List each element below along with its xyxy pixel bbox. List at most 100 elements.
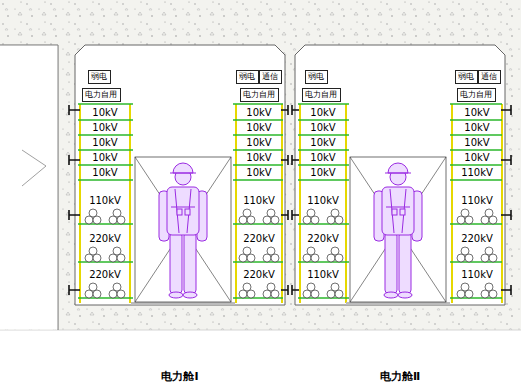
- rack-post: [129, 104, 131, 303]
- concrete: [0, 0, 521, 330]
- tag-text: 电力自用: [305, 90, 337, 100]
- wall-bracket: [292, 105, 299, 295]
- voltage-label: 10kV: [309, 152, 336, 163]
- voltage-label: 220kV: [242, 269, 276, 280]
- voltage-label: 10kV: [309, 122, 336, 133]
- rack-tag: 通信: [259, 70, 282, 84]
- cable-trefoil: [109, 283, 125, 298]
- adjacent-cabin: [0, 45, 58, 330]
- voltage-label: 10kV: [91, 137, 118, 148]
- voltage-label: 10kV: [245, 167, 272, 178]
- voltage-label: 10kV: [463, 122, 490, 133]
- cable-trefoil: [263, 283, 279, 298]
- cable-tray: [450, 104, 502, 298]
- voltage-label: 10kV: [463, 107, 490, 118]
- cable-trefoil: [457, 283, 473, 298]
- tag-text: 弱电: [239, 72, 255, 82]
- cable-trefoil: [303, 247, 319, 262]
- cable-trefoil: [481, 283, 497, 298]
- cable-tray: [233, 104, 283, 298]
- wall-bracket: [69, 105, 80, 295]
- cable-trefoil: [109, 247, 125, 262]
- voltage-label: 10kV: [245, 122, 272, 133]
- voltage-label: 110kV: [306, 269, 340, 280]
- voltage-label: 10kV: [91, 167, 118, 178]
- cable-trefoil: [239, 247, 255, 262]
- rack-post: [235, 104, 237, 303]
- cable-tray: [78, 104, 133, 298]
- tag-text: 通信: [481, 72, 497, 82]
- cable-trefoil: [85, 283, 101, 298]
- cable-trefoil: [263, 247, 279, 262]
- rack-tag: 通信: [478, 70, 501, 84]
- rack-post: [79, 104, 81, 303]
- rack-post: [451, 104, 453, 303]
- cabin-outline: [295, 45, 505, 305]
- voltage-label: 10kV: [245, 137, 272, 148]
- rack-tag: 电力自用: [82, 88, 121, 102]
- wall-bracket: [281, 105, 288, 295]
- cable-trefoil: [239, 209, 255, 224]
- worker-figure: [346, 157, 450, 305]
- voltage-label: 110kV: [460, 269, 494, 280]
- voltage-label: 110kV: [88, 195, 122, 206]
- voltage-label: 110kV: [460, 195, 494, 206]
- cable-trefoil: [85, 209, 101, 224]
- rack-post: [299, 104, 301, 303]
- cable-trefoil: [327, 209, 343, 224]
- rack-posts: [80, 104, 502, 303]
- tag-text: 弱电: [91, 72, 107, 82]
- cable-trefoil: [303, 283, 319, 298]
- voltage-label: 10kV: [245, 152, 272, 163]
- voltage-label: 220kV: [460, 233, 494, 244]
- wall-bracket: [501, 105, 511, 295]
- voltage-label: 10kV: [245, 107, 272, 118]
- tag-text: 电力自用: [243, 90, 275, 100]
- cable-tray: [298, 104, 349, 298]
- cable-trefoil: [85, 247, 101, 262]
- cable-trays: [78, 104, 502, 298]
- voltage-label: 10kV: [91, 152, 118, 163]
- cabin-title: 电力舱Ⅱ: [295, 370, 505, 384]
- tag-text: 电力自用: [85, 90, 117, 100]
- voltage-label: 220kV: [242, 233, 276, 244]
- tag-text: 通信: [262, 72, 278, 82]
- rack-post: [345, 104, 347, 303]
- voltage-label: 10kV: [91, 122, 118, 133]
- tag-text: 电力自用: [460, 90, 492, 100]
- cable-trefoil: [303, 209, 319, 224]
- voltage-label: 110kV: [460, 167, 494, 178]
- voltage-label: 10kV: [463, 137, 490, 148]
- worker-figure: [131, 157, 235, 305]
- adjacent-cabin-fill: [0, 46, 58, 330]
- voltage-label: 10kV: [463, 152, 490, 163]
- adjacent-cabin-edge: [0, 45, 58, 330]
- ground-line: [0, 330, 521, 331]
- tag-text: 弱电: [308, 72, 324, 82]
- cable-trefoil: [481, 247, 497, 262]
- cable-trefoil: [481, 209, 497, 224]
- cable-trefoil: [109, 209, 125, 224]
- cabin-outline: [75, 45, 285, 305]
- voltage-label: 10kV: [309, 167, 336, 178]
- rack-tag: 弱电: [88, 70, 111, 84]
- rack-tag: 弱电: [455, 70, 478, 84]
- rack-tag: 电力自用: [302, 88, 341, 102]
- break-mark: [22, 150, 46, 186]
- voltage-label: 110kV: [242, 195, 276, 206]
- rack-tag: 电力自用: [457, 88, 496, 102]
- voltage-label: 110kV: [306, 195, 340, 206]
- voltage-label: 220kV: [88, 269, 122, 280]
- voltage-label: 10kV: [309, 137, 336, 148]
- cable-trefoil: [457, 209, 473, 224]
- rack-post: [281, 104, 283, 303]
- cable-trefoil: [327, 283, 343, 298]
- rack-tag: 电力自用: [240, 88, 279, 102]
- rack-tag: 弱电: [305, 70, 328, 84]
- voltage-label: 220kV: [306, 233, 340, 244]
- cable-trefoil: [239, 283, 255, 298]
- rack-tag: 弱电: [236, 70, 259, 84]
- cable-trefoil: [263, 209, 279, 224]
- cable-trefoil: [327, 247, 343, 262]
